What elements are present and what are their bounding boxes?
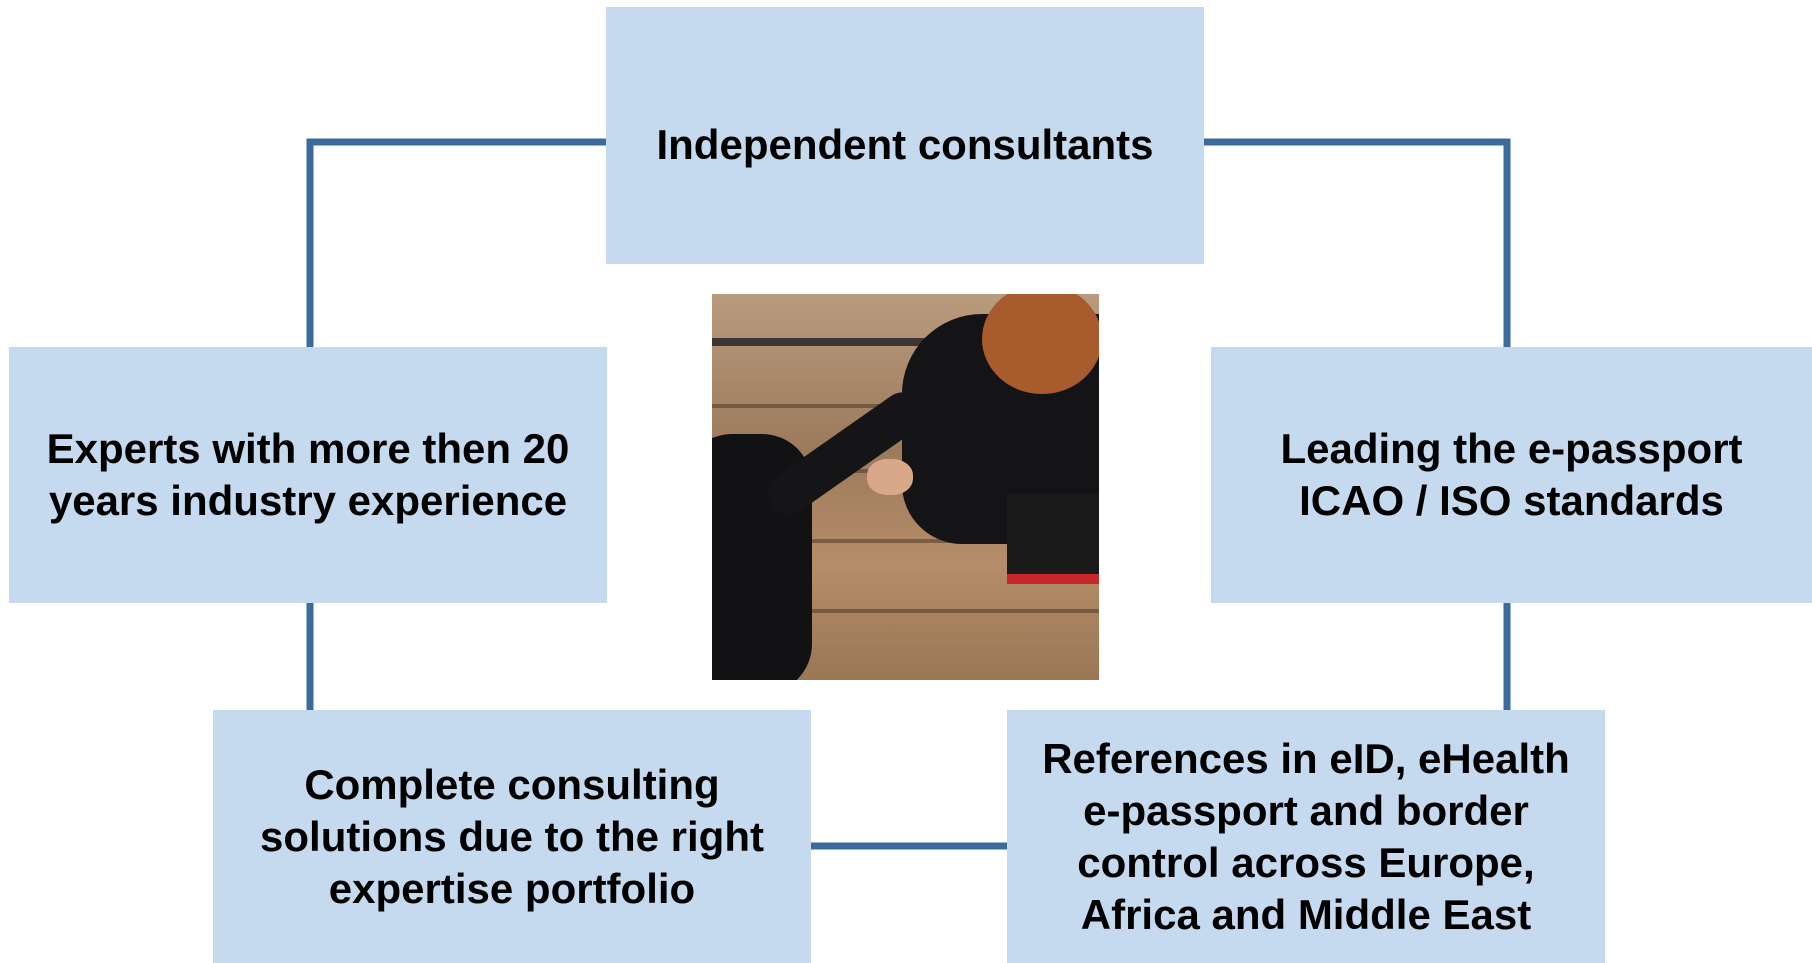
node-independent-consultants: Independent consultants <box>606 7 1204 264</box>
node-label: References in eID, eHealth e-passport an… <box>1042 734 1570 938</box>
node-references: References in eID, eHealth e-passport an… <box>1007 710 1605 963</box>
handshake-photo <box>712 294 1099 680</box>
floor-plank <box>712 539 1099 543</box>
handshake <box>867 459 913 495</box>
node-label: Independent consultants <box>656 121 1154 168</box>
node-consulting-solutions: Complete consulting solutions due to the… <box>213 710 811 963</box>
stair-edge <box>712 338 1012 346</box>
folder <box>1007 494 1099 584</box>
node-experts: Experts with more then 20 years industry… <box>9 347 607 603</box>
floor-plank <box>712 609 1099 613</box>
node-standards: Leading the e-passport ICAO / ISO standa… <box>1211 347 1812 603</box>
person-right-hair <box>982 294 1099 394</box>
node-label: Experts with more then 20 years industry… <box>46 425 570 524</box>
node-label: Leading the e-passport ICAO / ISO standa… <box>1280 425 1743 524</box>
node-label: Complete consulting solutions due to the… <box>260 760 764 912</box>
